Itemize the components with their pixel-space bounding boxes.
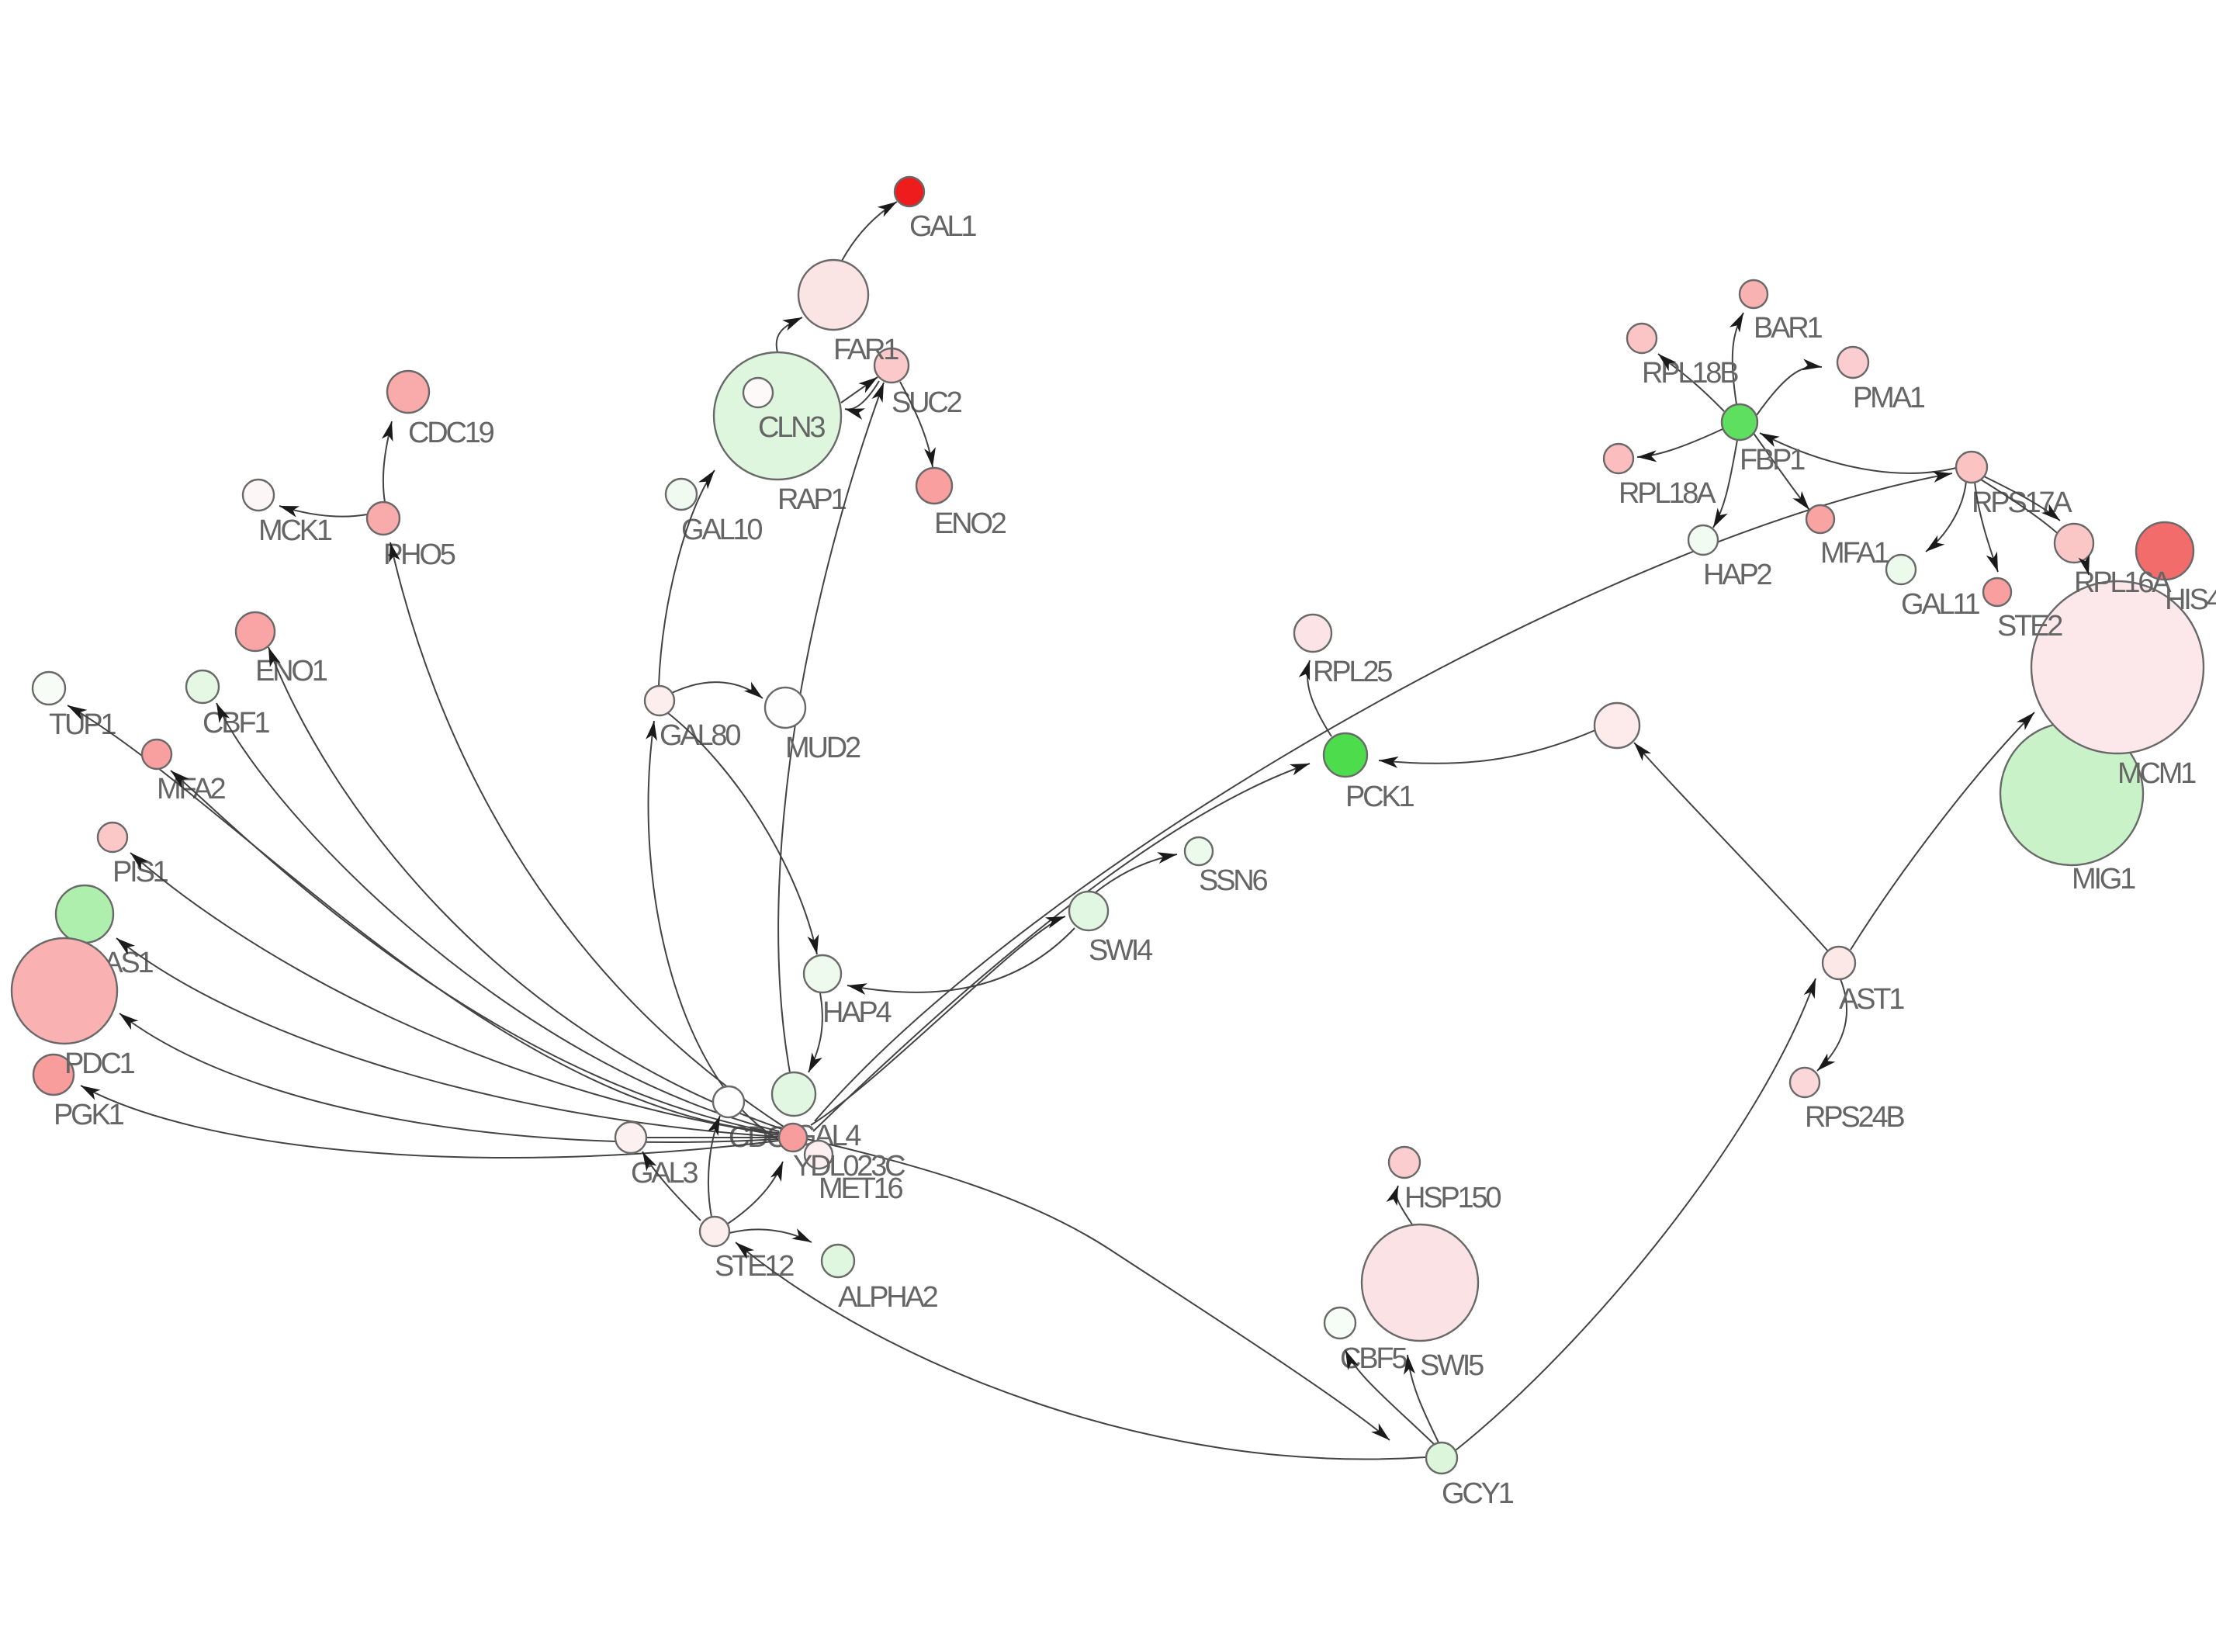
- svg-text:GAL80: GAL80: [660, 719, 740, 752]
- svg-text:RPL18A: RPL18A: [1619, 477, 1716, 510]
- svg-text:RPS17A: RPS17A: [1972, 487, 2072, 519]
- svg-text:FAR1: FAR1: [833, 334, 899, 366]
- svg-text:HAP2: HAP2: [1703, 559, 1772, 591]
- svg-text:MFA1: MFA1: [1820, 537, 1889, 570]
- svg-text:RAP1: RAP1: [777, 483, 847, 516]
- svg-text:GCY1: GCY1: [1442, 1477, 1514, 1510]
- svg-text:MCM1: MCM1: [2117, 757, 2196, 790]
- svg-text:SUC2: SUC2: [892, 386, 962, 419]
- svg-text:YDL023C: YDL023C: [793, 1150, 905, 1183]
- svg-text:RPS24B: RPS24B: [1805, 1101, 1904, 1134]
- svg-text:MIG1: MIG1: [2072, 863, 2135, 895]
- svg-text:GAL1: GAL1: [909, 210, 976, 243]
- svg-text:HAP4: HAP4: [822, 996, 892, 1029]
- svg-text:ALPHA2: ALPHA2: [838, 1281, 938, 1314]
- svg-text:CLN3: CLN3: [758, 411, 825, 444]
- svg-text:RPL16A: RPL16A: [2074, 566, 2172, 599]
- svg-text:GAL10: GAL10: [681, 514, 762, 546]
- svg-text:SWI4: SWI4: [1089, 934, 1153, 967]
- svg-text:BAR1: BAR1: [1754, 312, 1823, 345]
- svg-text:PDC1: PDC1: [64, 1048, 135, 1080]
- svg-text:MET16: MET16: [819, 1172, 903, 1205]
- svg-text:SWI5: SWI5: [1420, 1349, 1484, 1382]
- svg-text:PCK1: PCK1: [1345, 781, 1414, 813]
- svg-text:GAL3: GAL3: [631, 1157, 698, 1190]
- svg-text:GAL11: GAL11: [1901, 588, 1980, 621]
- svg-text:ENO2: ENO2: [934, 507, 1006, 540]
- svg-text:MCK1: MCK1: [258, 514, 332, 547]
- svg-text:SSN6: SSN6: [1199, 864, 1268, 897]
- svg-text:AST1: AST1: [1839, 983, 1904, 1016]
- svg-text:RPL25: RPL25: [1313, 656, 1392, 688]
- svg-text:PGK1: PGK1: [54, 1099, 124, 1131]
- svg-text:MUD2: MUD2: [785, 732, 860, 764]
- svg-text:CBF1: CBF1: [203, 707, 269, 739]
- svg-text:HIS4: HIS4: [2165, 584, 2216, 616]
- svg-text:TUP1: TUP1: [49, 708, 116, 741]
- svg-text:RPL18B: RPL18B: [1642, 357, 1738, 390]
- svg-text:HSP150: HSP150: [1404, 1182, 1501, 1214]
- svg-text:CDC19: CDC19: [408, 417, 494, 449]
- svg-text:PMA1: PMA1: [1853, 382, 1925, 414]
- svg-text:FBP1: FBP1: [1740, 444, 1805, 476]
- svg-text:ENO1: ENO1: [255, 655, 327, 687]
- svg-text:STE2: STE2: [1997, 610, 2062, 642]
